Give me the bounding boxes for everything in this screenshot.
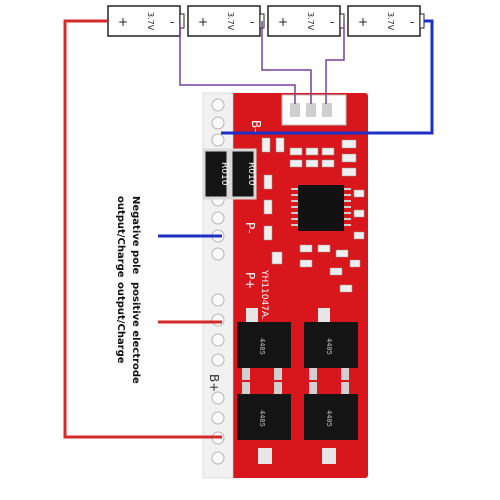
- balance-wire-1: [179, 21, 296, 104]
- smd-components: [261, 137, 365, 293]
- negative-annotation-line2: Negative pole: [130, 196, 141, 275]
- cell-1-minus-label: -: [170, 15, 174, 29]
- mosfet-2-code: 4405: [325, 338, 333, 355]
- label-p-plus: P+: [243, 272, 257, 289]
- label-b-minus: B-: [249, 120, 263, 133]
- cell-3-minus-label: -: [330, 15, 334, 29]
- shunt-resistor-2: R010: [229, 148, 257, 200]
- balance-wire-2: [261, 21, 312, 104]
- positive-annotation: output/Charge positive electrode: [115, 282, 141, 384]
- battery-cell-4: + - 3.7V: [347, 5, 425, 37]
- cell-2-plus-label: +: [198, 15, 208, 29]
- shunt-resistor-1: R010: [202, 148, 230, 200]
- cell-4-voltage: 3.7V: [386, 12, 395, 31]
- mosfet-3-code: 4405: [258, 410, 266, 427]
- mosfet-4-code: 4405: [325, 410, 333, 427]
- cell-3-plus-label: +: [278, 15, 288, 29]
- positive-annotation-line1: output/Charge: [115, 282, 126, 364]
- board-model: YH11047A.: [259, 269, 269, 320]
- main-positive-wire: [63, 19, 222, 439]
- positive-annotation-line2: positive electrode: [130, 282, 141, 384]
- balance-wire-3: [325, 21, 345, 104]
- mosfet-1: 4405: [237, 308, 291, 380]
- mosfet-1-code: 4405: [258, 338, 266, 355]
- resistor-2-code: R010: [246, 162, 256, 186]
- battery-cell-2: + - 3.7V: [187, 5, 265, 37]
- mosfet-4: 4405: [304, 382, 358, 464]
- cell-1-voltage: 3.7V: [146, 12, 155, 31]
- cell-4-minus-label: -: [410, 15, 414, 29]
- cell-2-minus-label: -: [250, 15, 254, 29]
- cell-3-voltage: 3.7V: [306, 12, 315, 31]
- negative-annotation-line1: output/Charge: [115, 196, 126, 278]
- main-negative-wire: [221, 19, 434, 135]
- balance-wires: [179, 21, 345, 104]
- label-b-plus: B+: [207, 374, 221, 392]
- label-p-minus: P-: [243, 222, 257, 233]
- mosfet-2: 4405: [304, 308, 358, 380]
- protection-board: B- P- P+ B+ YH11047A. R010 R010: [202, 92, 368, 479]
- cell-4-plus-label: +: [358, 15, 368, 29]
- negative-annotation: output/Charge Negative pole: [115, 196, 141, 278]
- control-ic: [291, 185, 351, 231]
- battery-cell-1: + - 3.7V: [107, 5, 185, 37]
- resistor-1-code: R010: [219, 162, 229, 186]
- cell-2-voltage: 3.7V: [226, 12, 235, 31]
- mosfet-3: 4405: [237, 382, 291, 464]
- battery-cell-3: + - 3.7V: [267, 5, 345, 37]
- cell-1-plus-label: +: [118, 15, 128, 29]
